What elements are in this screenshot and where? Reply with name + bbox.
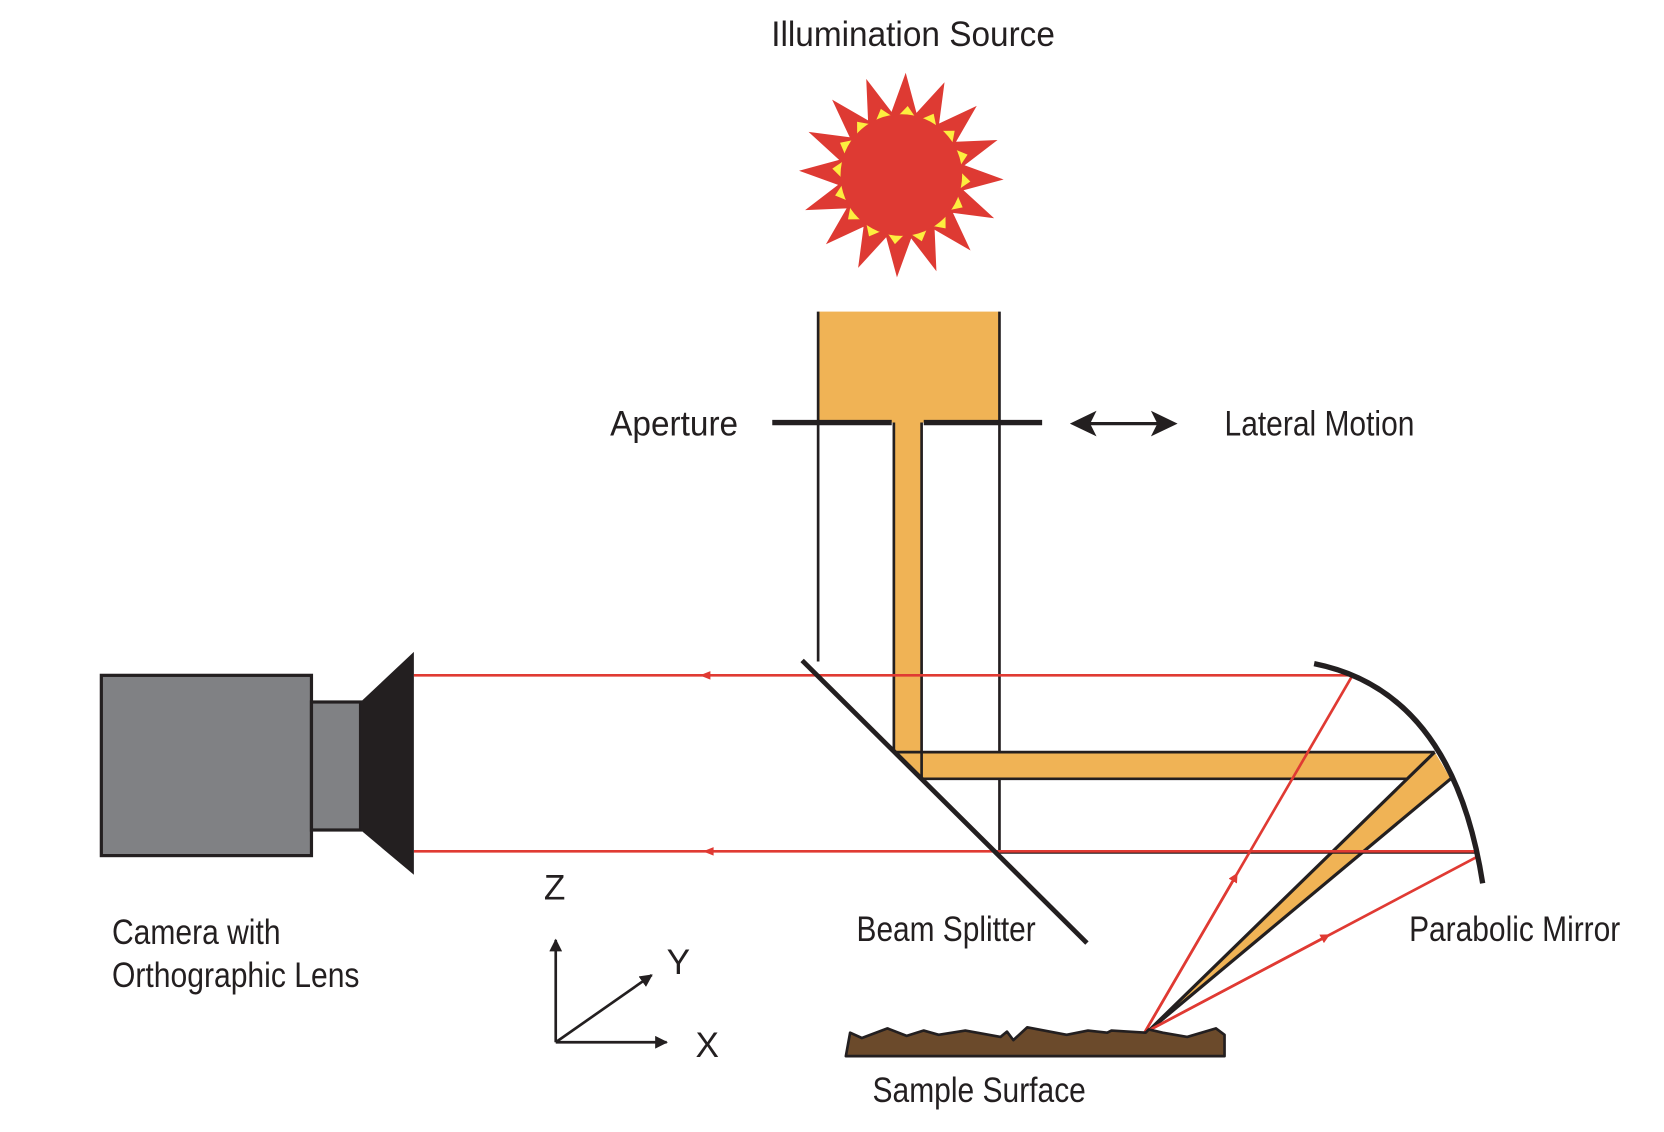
parabolic-mirror-label: Parabolic Mirror — [1409, 910, 1620, 949]
x-axis-label: X — [695, 1026, 718, 1065]
camera-label-line2: Orthographic Lens — [112, 956, 359, 995]
sun-disc — [840, 114, 963, 236]
focused-beam — [1147, 752, 1451, 1032]
sun-glint — [959, 172, 971, 189]
sun-glint — [832, 161, 844, 178]
camera-label-line1: Camera with — [112, 913, 281, 952]
aperture-beam — [893, 422, 1451, 779]
sun-glint — [835, 184, 848, 201]
lateral-motion-label: Lateral Motion — [1225, 404, 1415, 443]
sun-glint — [875, 108, 892, 121]
sun-glint — [887, 233, 905, 245]
sun-glint — [955, 149, 968, 166]
illumination-source-label: Illumination Source — [771, 15, 1055, 54]
sample-surface — [844, 1026, 1226, 1058]
sample-surface-label: Sample Surface — [873, 1071, 1086, 1110]
z-axis-label: Z — [544, 868, 566, 907]
aperture-label: Aperture — [610, 404, 738, 443]
camera-icon — [99, 651, 414, 875]
double-arrow-icon — [1069, 410, 1178, 437]
y-axis-label: Y — [667, 943, 690, 982]
coordinate-axes — [549, 938, 668, 1049]
beam-splitter — [800, 658, 1089, 945]
parabolic-mirror — [1313, 660, 1486, 884]
sun-glint — [910, 229, 927, 242]
sun-glint — [898, 106, 916, 117]
sun-icon — [799, 72, 1004, 278]
beam-splitter-label: Beam Splitter — [857, 910, 1036, 949]
illumination-beam-block — [818, 311, 1000, 423]
